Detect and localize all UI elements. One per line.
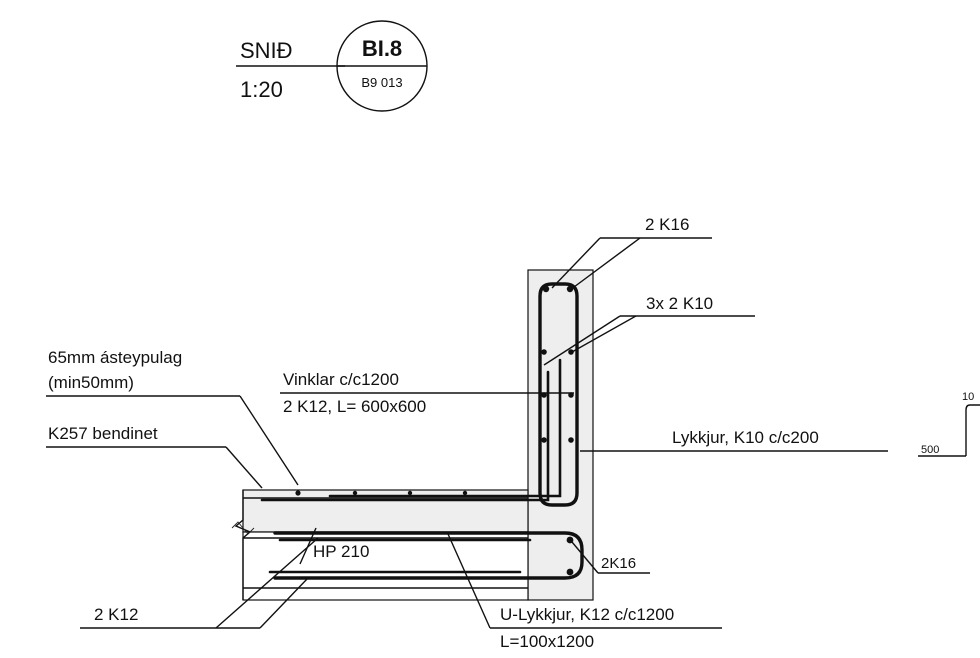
side-dim-top: 10 [962,391,974,403]
label-left-rebar: 2 K12 [94,605,138,624]
rebar-dot [541,349,547,355]
annotations: 2 K16 3x 2 K10 65mm ásteypulag (min50mm)… [46,215,888,651]
scale-label: 1:20 [240,77,283,102]
rebar-dot [541,437,547,443]
leader-left-rebar-diag-1 [215,537,319,629]
label-stirrups: 3x 2 K10 [646,294,713,313]
section-title: SNIÐ [240,38,293,63]
leader-bottom-rebar-diag [571,541,599,574]
label-angles-detail: 2 K12, L= 600x600 [283,397,426,416]
rebar-dot [542,285,550,293]
label-u-loops-dim: L=100x1200 [500,632,594,651]
rebar-dot [566,536,574,544]
leader-mesh-diag [225,446,263,489]
label-bottom-rebar: 2K16 [601,555,636,572]
label-topping: 65mm ásteypulag [48,348,182,367]
sheet-reference: B9 013 [361,75,402,90]
break-line [234,490,252,600]
rebar-dot [568,349,574,355]
label-top-rebar: 2 K16 [645,215,689,234]
leader-top-rebar-diag-2 [569,237,641,291]
label-u-loops: U-Lykkjur, K12 c/c1200 [500,605,674,624]
title-block: SNIÐ 1:20 BI.8 B9 013 [236,20,428,112]
side-detail: 10 500 [918,391,980,457]
leader-top-rebar-diag-1 [551,237,601,289]
leader-left-rebar-diag-2 [259,577,309,629]
mesh-dot [295,490,301,496]
vertical-loop-rebar [538,282,579,507]
leader-topping-diag [239,395,299,486]
angle-rebar-2 [328,358,562,498]
angle-rebar [260,370,550,502]
leader-stirrups-diag-1 [543,315,621,366]
side-detail-bar [965,404,980,456]
mesh-dot [407,490,413,496]
break-symbol [231,521,255,535]
label-angles: Vinklar c/c1200 [283,370,399,389]
u-loop-rebar [273,531,584,580]
rebar-dot [566,568,574,576]
label-mesh: K257 bendinet [48,424,158,443]
mesh-dot [352,490,358,496]
label-hollowcore: HP 210 [313,542,369,561]
leader-stirrups-diag-2 [571,315,637,353]
leader-u-loops-diag [447,533,491,629]
reinforcement [260,282,584,580]
rebar-dot [566,285,574,293]
side-dim-left: 500 [921,444,939,456]
label-loops: Lykkjur, K10 c/c200 [672,428,819,447]
concrete-section [231,269,594,601]
label-topping-min: (min50mm) [48,373,134,392]
rebar-dot [568,437,574,443]
detail-reference: BI.8 [362,36,402,61]
mesh-dot [462,490,468,496]
